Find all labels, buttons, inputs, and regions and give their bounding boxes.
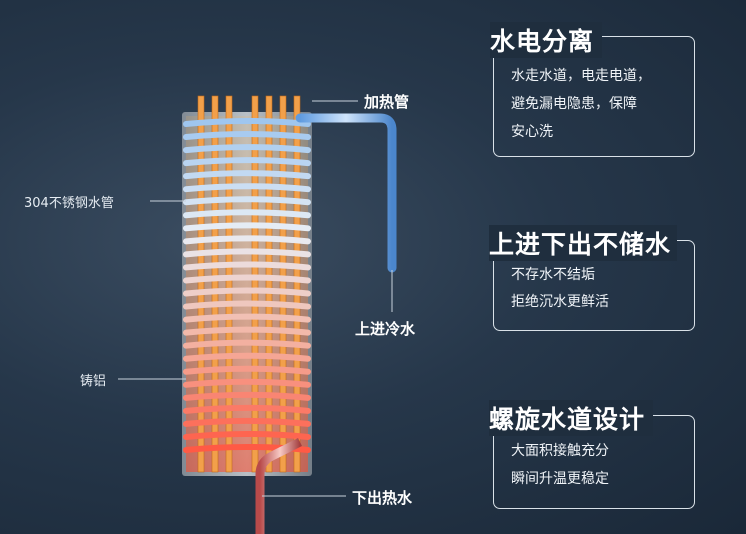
coil-turn bbox=[183, 248, 311, 258]
spiral-coil bbox=[183, 118, 311, 453]
coil-turn bbox=[183, 196, 311, 206]
feature-desc-line: 不存水不结垢 bbox=[511, 267, 595, 283]
coil-turn bbox=[183, 313, 311, 323]
coil-turn bbox=[183, 391, 311, 401]
label-cast-aluminum: 铸铝 bbox=[80, 374, 107, 389]
feature-desc-line: 拒绝沉水更鲜活 bbox=[511, 294, 609, 310]
hot-water-pipe bbox=[255, 437, 303, 534]
coil-turn bbox=[183, 430, 311, 440]
coil-turn bbox=[183, 274, 311, 284]
coil-turn bbox=[183, 118, 311, 127]
heating-rods bbox=[197, 95, 301, 473]
coil-turn bbox=[183, 235, 311, 245]
label-cold-water-in: 上进冷水 bbox=[355, 320, 416, 338]
coil-turn bbox=[183, 352, 311, 362]
feature-desc-line: 瞬间升温更稳定 bbox=[511, 471, 609, 487]
coil-turn bbox=[183, 170, 311, 180]
feature-title: 螺旋水道设计 bbox=[489, 400, 654, 436]
coil-turn bbox=[183, 300, 311, 310]
label-hot-water-out: 下出热水 bbox=[352, 489, 413, 507]
feature-desc-line: 避免漏电隐患，保障 bbox=[511, 96, 637, 112]
coil-turn bbox=[183, 183, 311, 193]
coil-turn bbox=[183, 222, 311, 232]
feature-desc-line: 水走水道，电走电道， bbox=[511, 68, 651, 84]
coil-turn bbox=[183, 261, 311, 271]
coil-turn bbox=[183, 417, 311, 427]
label-steel-pipe: 304不锈钢水管 bbox=[24, 196, 114, 211]
coil-turn bbox=[183, 287, 311, 297]
label-heating-tube: 加热管 bbox=[364, 93, 410, 111]
coil-turn bbox=[183, 144, 311, 154]
feature-title: 水电分离 bbox=[490, 22, 603, 58]
feature-title: 上进下出不储水 bbox=[489, 225, 678, 261]
coil-turn bbox=[183, 404, 311, 414]
coil-turn bbox=[183, 209, 311, 219]
coil-turn bbox=[183, 131, 311, 141]
coil-turn bbox=[183, 157, 311, 167]
coil-turn bbox=[183, 326, 311, 336]
coil-turn bbox=[183, 378, 311, 388]
coil-turn bbox=[183, 365, 311, 375]
feature-desc-line: 大面积接触充分 bbox=[511, 443, 609, 459]
cold-water-pipe bbox=[295, 113, 397, 273]
coil-turn bbox=[183, 339, 311, 349]
feature-desc-line: 安心洗 bbox=[511, 124, 553, 140]
